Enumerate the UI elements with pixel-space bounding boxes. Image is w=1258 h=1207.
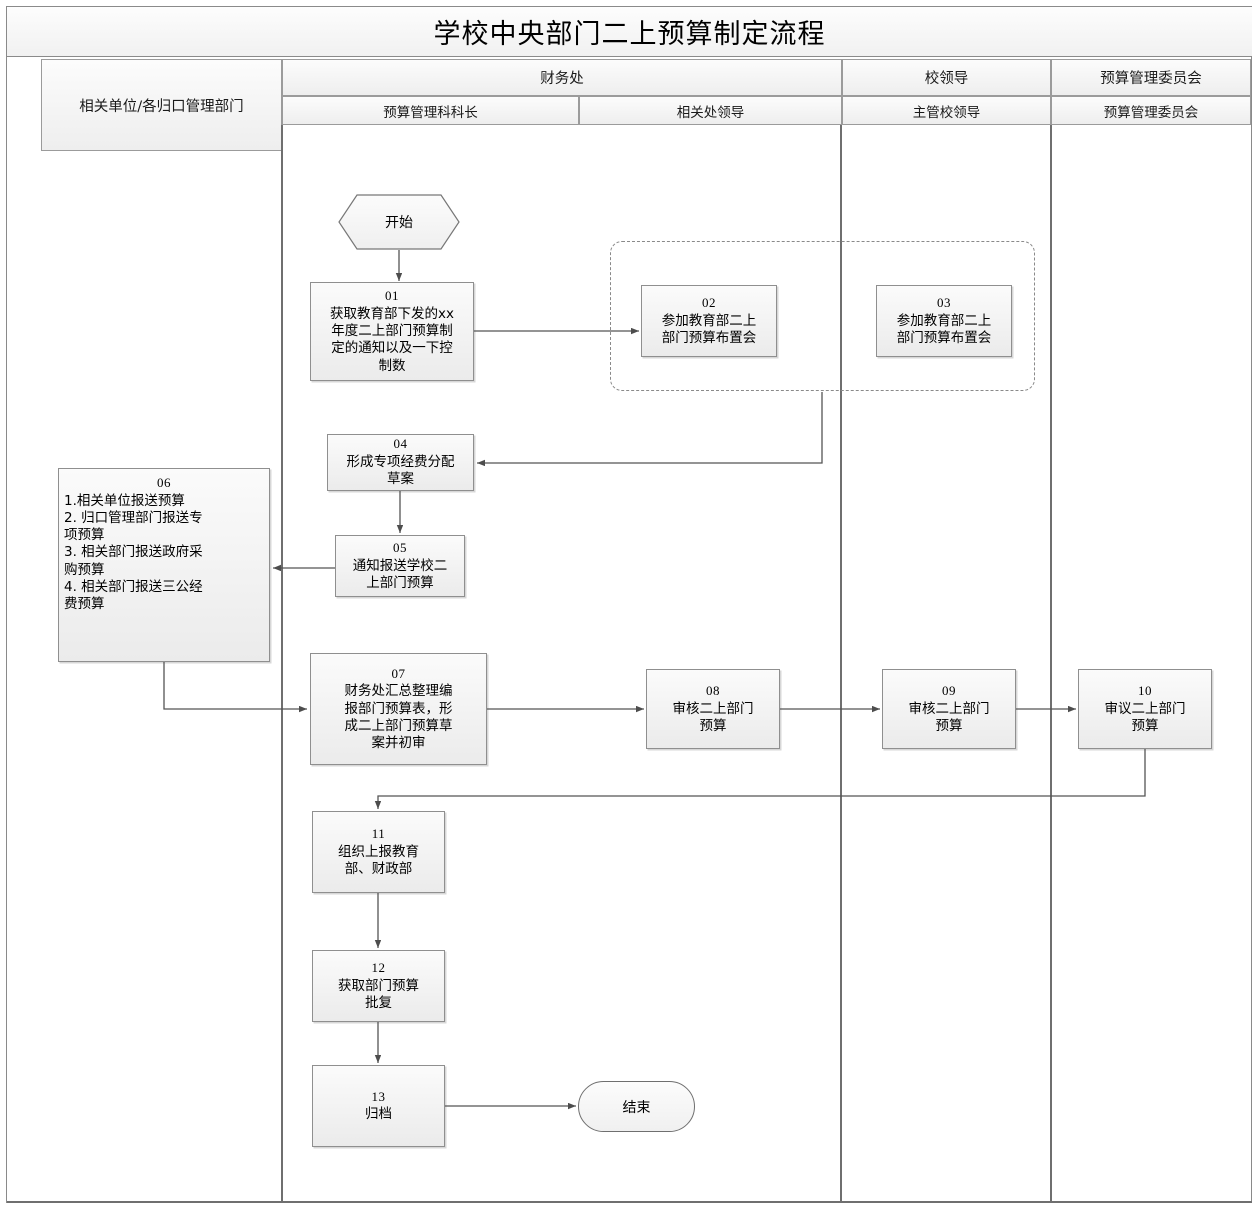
node-10-text: 审议二上部门 预算 [1104,700,1186,734]
node-09-number: 09 [942,682,956,698]
lane-bottom-border [7,1201,1252,1203]
node-07-text: 财务处汇总整理编 报部门预算表，形 成二上部门预算草 案并初审 [344,683,453,752]
lane-header-finance-office: 财务处 [282,59,842,96]
node-02-number: 02 [702,294,716,310]
node-06-text: 1.相关单位报送预算 2. 归口管理部门报送专 项预算 3. 相关部门报送政府采… [64,492,203,613]
title-bar: 学校中央部门二上预算制定流程 [7,7,1252,57]
end-node[interactable]: 结束 [578,1081,695,1132]
frame-right-border [1251,6,1252,1203]
node-07-number: 07 [391,665,406,681]
node-03-number: 03 [937,294,951,310]
node-05[interactable]: 05 通知报送学校二 上部门预算 [335,535,465,597]
node-08-number: 08 [706,682,720,698]
end-node-label: 结束 [622,1099,651,1116]
frame-left-border [6,6,7,1203]
lane-subheader-budget-committee: 预算管理委员会 [1051,96,1251,125]
node-05-text: 通知报送学校二 上部门预算 [352,557,448,591]
node-07[interactable]: 07 财务处汇总整理编 报部门预算表，形 成二上部门预算草 案并初审 [310,653,487,765]
page-title: 学校中央部门二上预算制定流程 [433,19,826,50]
connector-group-to-04 [477,392,823,467]
lane-subheader-budget-section-chief: 预算管理科科长 [282,96,579,125]
node-01-text: 获取教育部下发的xx 年度二上部门预算制 定的通知以及一下控 制数 [330,305,454,374]
node-09[interactable]: 09 审核二上部门 预算 [882,669,1016,749]
node-06-number: 06 [157,475,171,490]
dashed-group-box [610,241,1035,391]
node-09-text: 审核二上部门 预算 [908,700,990,734]
node-05-number: 05 [393,539,407,555]
connector-10-to-11 [374,749,1146,809]
lane-header-school-leaders: 校领导 [842,59,1051,96]
node-04-text: 形成专项经费分配 草案 [346,454,455,488]
node-01-number: 01 [385,288,399,304]
frame-top-border [6,6,1252,7]
node-12-number: 12 [371,959,386,975]
lane-divider-2 [840,125,842,1203]
node-08-text: 审核二上部门 预算 [672,700,754,734]
lane-header-budget-committee: 预算管理委员会 [1051,59,1251,96]
start-node[interactable]: 开始 [338,194,460,250]
node-11[interactable]: 11 组织上报教育 部、财政部 [312,811,445,893]
node-10[interactable]: 10 审议二上部门 预算 [1078,669,1212,749]
node-04-number: 04 [393,436,408,452]
connector-06-to-07 [163,662,307,713]
node-12-text: 获取部门预算 批复 [338,977,419,1011]
node-12[interactable]: 12 获取部门预算 批复 [312,950,445,1022]
node-10-number: 10 [1138,682,1152,698]
node-13[interactable]: 13 归档 [312,1065,445,1147]
lane-divider-1 [281,125,283,1203]
node-03-text: 参加教育部二上 部门预算布置会 [896,312,992,346]
node-02-text: 参加教育部二上 部门预算布置会 [661,312,757,346]
start-node-label: 开始 [385,215,413,231]
node-11-number: 11 [371,825,386,841]
lane-header-related-units: 相关单位/各归口管理部门 [41,59,282,151]
node-08[interactable]: 08 审核二上部门 预算 [646,669,780,749]
node-06[interactable]: 06 1.相关单位报送预算 2. 归口管理部门报送专 项预算 3. 相关部门报送… [58,468,270,662]
hexagon-shape [338,194,460,250]
node-04[interactable]: 04 形成专项经费分配 草案 [327,434,474,491]
node-02[interactable]: 02 参加教育部二上 部门预算布置会 [641,285,777,357]
lane-subheader-related-office-leaders: 相关处领导 [579,96,842,125]
lane-divider-3 [1050,125,1052,1203]
lane-subheader-supervising-school-leader: 主管校领导 [842,96,1051,125]
node-13-number: 13 [371,1088,386,1104]
node-13-text: 归档 [365,1106,392,1123]
node-01[interactable]: 01 获取教育部下发的xx 年度二上部门预算制 定的通知以及一下控 制数 [310,282,474,381]
node-11-text: 组织上报教育 部、财政部 [338,843,419,877]
node-03[interactable]: 03 参加教育部二上 部门预算布置会 [876,285,1012,357]
